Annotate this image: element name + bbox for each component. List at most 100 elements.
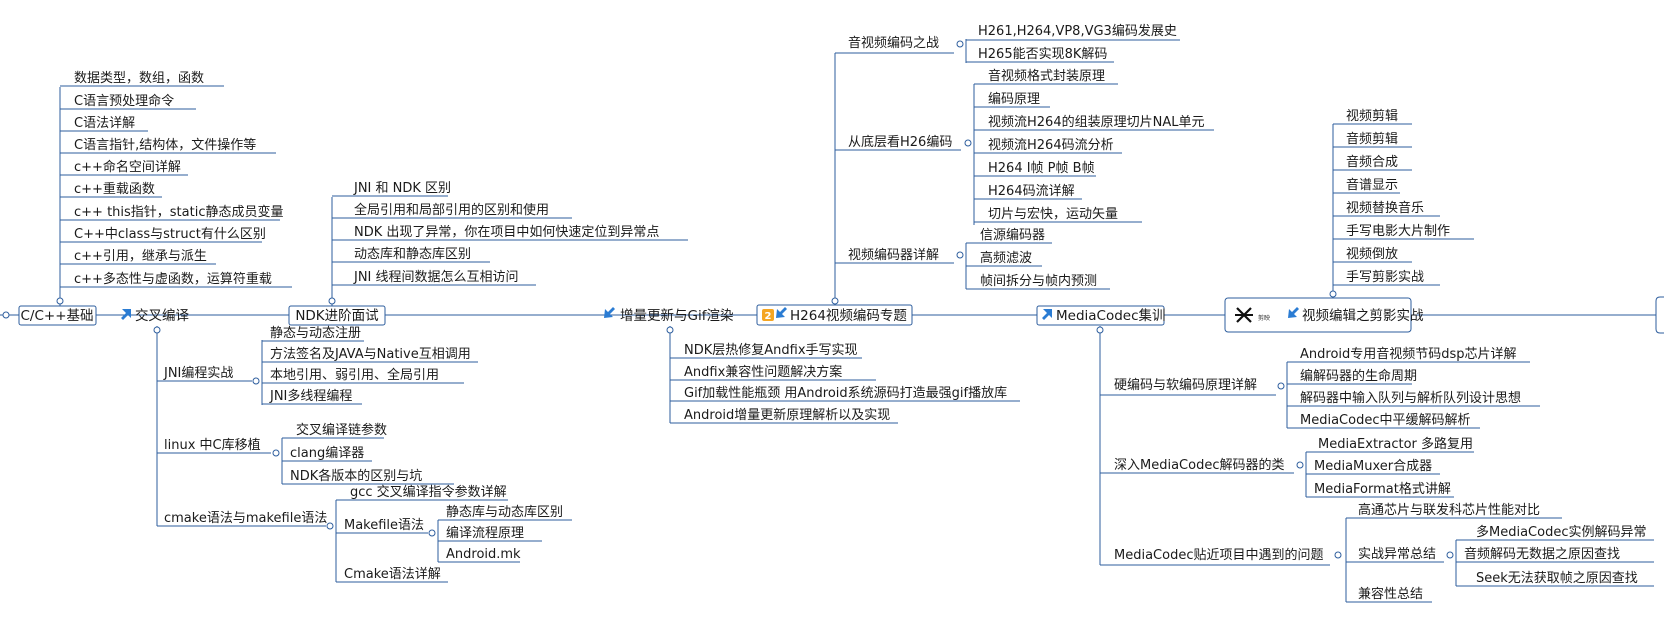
gif-item: Andfix兼容性问题解决方案 [684,364,842,380]
capcut-logo-icon: 剪映 [1235,307,1270,323]
jni-practice-label: JNI编程实战 [163,366,233,381]
topic-next-partial[interactable] [1655,296,1664,334]
linux-port-label: linux 中C库移植 [164,437,261,453]
mc-practice-item: Seek无法获取帧之原因查找 [1476,571,1638,586]
linux-item: clang编译器 [290,446,364,461]
link-arrow-icon [121,309,131,320]
jni-item: JNI多线程编程 [269,388,352,404]
cmake-detail-item: Cmake语法详解 [344,567,441,582]
topic-cpp-label: C/C++基础 [20,307,93,324]
link-arrow-icon [1288,307,1299,318]
linux-item: 交叉编译链参数 [296,422,387,438]
gif-branch [666,326,1020,424]
edit-item: 视频剪辑 [1346,108,1398,124]
topic-h264[interactable]: 2 H264视频编码专题 [756,304,913,326]
jni-item: 方法签名及JAVA与Native互相调用 [270,346,471,362]
priority-badge [762,309,774,321]
h264-bottom-item: 编码原理 [988,92,1040,107]
h264-branch [831,39,1214,305]
mc-deep-item: MediaExtractor 多路复用 [1318,436,1473,452]
mc-hard-label: 硬编码与软编码原理详解 [1114,378,1257,393]
edit-item: 音谱显示 [1346,177,1398,193]
topic-cross-label: 交叉编译 [135,307,189,324]
cpp-item: C语言预处理命令 [74,93,174,109]
makefile-item: 静态库与动态库区别 [446,504,563,520]
ndk-item: NDK 出现了异常，你在项目中如何快速定位到异常点 [354,224,659,240]
edit-item: 音频合成 [1346,154,1398,170]
mc-hard-item: MediaCodec中平缓解码解析 [1300,413,1470,428]
gif-item: NDK层热修复Andfix手写实现 [684,343,858,358]
link-arrow-icon [1042,309,1052,320]
cpp-item: 数据类型，数组，函数 [74,71,204,86]
mc-problems-label: MediaCodec贴近项目中遇到的问题 [1114,547,1323,563]
h264-bottom-item: 视频流H264的组装原理切片NAL单元 [988,114,1204,130]
jni-item: 静态与动态注册 [270,326,361,341]
h264-encoder-item: 帧间拆分与帧内预测 [980,273,1097,289]
topic-ndk-label: NDK进阶面试 [295,308,379,324]
cpp-item: c++命名空间详解 [74,159,181,175]
cpp-item: c++ this指针，static静态成员变量 [74,204,283,220]
cpp-item: C语法详解 [74,116,135,131]
mediacodec-branch [1096,326,1654,603]
ndk-item: 全局引用和局部引用的区别和使用 [354,202,549,218]
ndk-branch [328,195,688,306]
h264-bottom-item: 视频流H264码流分析 [988,138,1114,153]
edit-item: 视频替换音乐 [1346,200,1424,216]
mc-deep-label: 深入MediaCodec解码器的类 [1114,457,1284,473]
edit-item: 视频倒放 [1346,247,1398,262]
mc-hard-item: 解码器中输入队列与解析队列设计思想 [1300,390,1521,406]
mc-practice-item: 音频解码无数据之原因查找 [1464,546,1620,562]
cmake-label: cmake语法与makefile语法 [164,511,327,526]
cross-branch [153,326,572,583]
edit-item: 音频剪辑 [1346,131,1398,147]
h264-bottom-item: 切片与宏快，运动矢量 [988,207,1118,222]
cpp-item: c++重载函数 [74,181,155,197]
mc-deep-item: MediaFormat格式讲解 [1314,481,1451,497]
topic-cpp[interactable]: C/C++基础 [18,305,97,326]
ndk-item: JNI 线程间数据怎么互相访问 [353,270,519,285]
makefile-item: 编译流程原理 [446,526,524,541]
mc-compat-label: 兼容性总结 [1358,586,1423,602]
link-arrow-icon [604,307,615,318]
h264-bottom-item: H264码流详解 [988,184,1075,199]
h264-bottom-item: H264 I帧 P帧 B帧 [988,161,1095,176]
topic-mediacodec[interactable]: MediaCodec集训 [1036,305,1166,326]
cpp-item: c++引用，继承与派生 [74,249,207,264]
h264-war-label: 音视频编码之战 [848,35,939,51]
h264-bottom-label: 从底层看H26编码 [848,134,952,150]
h264-encoder-label: 视频编码器详解 [848,248,939,263]
topic-gif-label: 增量更新与Gif渲染 [620,308,734,324]
mc-hard-item: 编解码器的生命周期 [1300,368,1417,384]
mc-chip-item: 高通芯片与联发科芯片性能对比 [1358,502,1540,518]
topic-ndk[interactable]: NDK进阶面试 [288,305,386,326]
h264-bottom-item: 音视频格式封装原理 [988,68,1105,84]
edit-branch [1329,123,1474,298]
link-arrow-icon [776,307,787,318]
topic-edit[interactable]: 剪映 视频编辑之剪影实战 [1224,297,1424,333]
h264-encoder-item: 高频滤波 [980,250,1032,266]
linux-item: NDK各版本的区别与坑 [290,468,422,484]
mc-practice-item: 多MediaCodec实例解码异常 [1476,524,1646,540]
gcc-item: gcc 交叉编译指令参数详解 [350,484,507,500]
h264-war-item: H265能否实现8K解码 [978,47,1107,62]
cpp-item: C语言指针,结构体，文件操作等 [74,137,256,153]
h264-war-item: H261,H264,VP8,VG3编码发展史 [978,23,1177,39]
gif-item: Android增量更新原理解析以及实现 [684,407,890,423]
ndk-item: 动态库和静态库区别 [354,246,471,262]
ndk-item: JNI 和 NDK 区别 [353,181,451,196]
edit-item: 手写电影大片制作 [1346,224,1450,239]
topic-cross[interactable]: 交叉编译 [121,307,189,324]
gif-item: Gif加载性能瓶颈 用Android系统源码打造最强gif播放库 [684,385,1007,401]
topic-mediacodec-label: MediaCodec集训 [1056,308,1166,324]
topic-gif[interactable]: 增量更新与Gif渲染 [604,307,734,324]
makefile-label: Makefile语法 [344,518,424,533]
h264-encoder-item: 信源编码器 [980,228,1045,243]
topic-h264-label: H264视频编码专题 [790,308,907,324]
logo-text: 剪映 [1258,314,1270,322]
makefile-item: Android.mk [446,547,521,562]
mc-hard-item: Android专用音视频节码dsp芯片详解 [1300,346,1517,362]
cpp-item: C++中class与struct有什么区别 [74,227,266,242]
edit-item: 手写剪影实战 [1346,269,1424,285]
priority-badge-number: 2 [765,311,772,322]
